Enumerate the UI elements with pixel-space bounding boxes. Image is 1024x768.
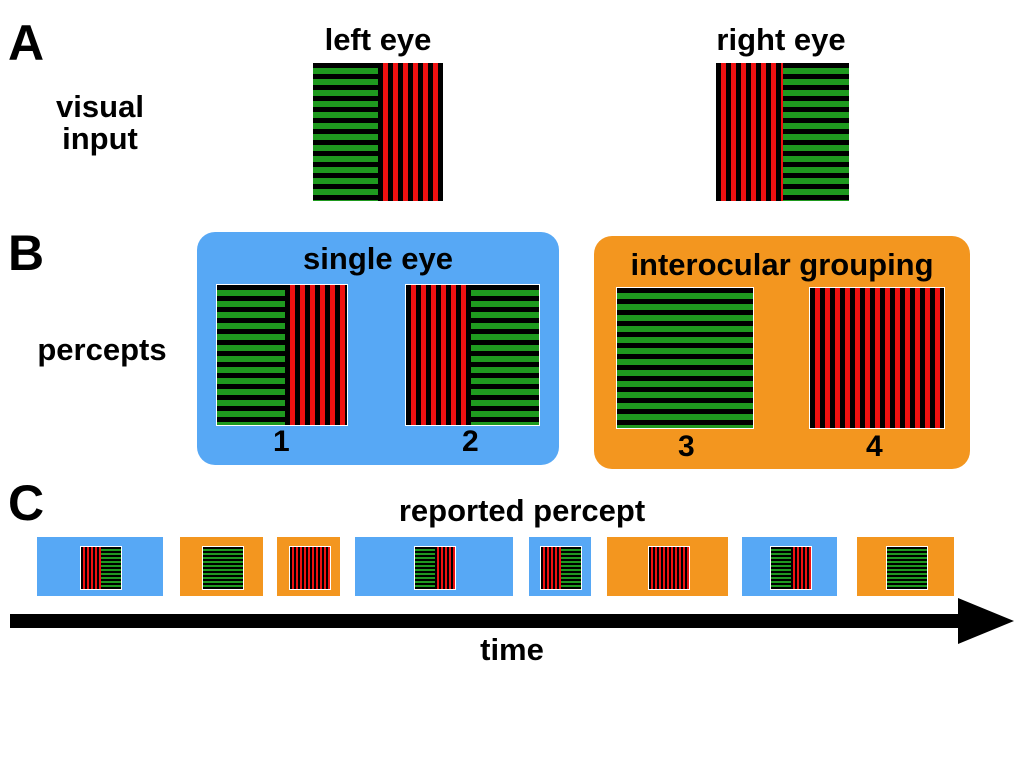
vertical-red-grating bbox=[378, 63, 443, 201]
percept-2-thumbnail bbox=[540, 546, 582, 590]
horizontal-green-grating bbox=[471, 285, 539, 425]
vertical-red-grating bbox=[435, 547, 455, 589]
percept-4-thumbnail bbox=[289, 546, 331, 590]
percept-3 bbox=[616, 287, 754, 429]
right-eye-stimulus bbox=[715, 62, 850, 202]
percept-3-thumbnail bbox=[886, 546, 928, 590]
timeline-segment bbox=[529, 537, 591, 596]
percept-1 bbox=[216, 284, 348, 426]
single-eye-title: single eye bbox=[303, 241, 453, 276]
timeline-segment bbox=[857, 537, 954, 596]
left-eye-stimulus bbox=[312, 62, 444, 202]
panel-label-a: A bbox=[8, 15, 45, 71]
percept-2 bbox=[405, 284, 540, 426]
interocular-grouping-group: interocular grouping 3 4 bbox=[594, 236, 970, 469]
right-eye-title: right eye bbox=[716, 22, 846, 57]
percept-1-thumbnail bbox=[770, 546, 812, 590]
horizontal-green-grating bbox=[101, 547, 121, 589]
horizontal-green-grating bbox=[217, 285, 285, 425]
percept-1-thumbnail bbox=[414, 546, 456, 590]
percepts-label: percepts bbox=[37, 332, 167, 367]
interocular-grouping-title: interocular grouping bbox=[630, 247, 934, 282]
single-eye-group: single eye 1 2 bbox=[197, 232, 559, 465]
percept-4-thumbnail bbox=[648, 546, 690, 590]
horizontal-green-grating bbox=[415, 547, 435, 589]
timeline-segment bbox=[37, 537, 163, 596]
vertical-red-grating bbox=[81, 547, 101, 589]
time-axis-label: time bbox=[480, 632, 544, 667]
timeline-segment bbox=[277, 537, 340, 596]
vertical-red-grating bbox=[284, 285, 347, 425]
panel-label-b: B bbox=[8, 225, 45, 281]
horizontal-green-grating bbox=[313, 63, 378, 201]
percept-3-thumbnail bbox=[202, 546, 244, 590]
timeline-segment bbox=[742, 537, 837, 596]
vertical-red-grating bbox=[541, 547, 561, 589]
horizontal-green-grating bbox=[782, 63, 849, 201]
vertical-red-grating bbox=[716, 63, 783, 201]
timeline-segment bbox=[607, 537, 728, 596]
vertical-red-grating bbox=[649, 547, 689, 589]
percept-number-3: 3 bbox=[678, 430, 695, 463]
horizontal-green-grating bbox=[561, 547, 581, 589]
timeline-segment bbox=[180, 537, 263, 596]
time-arrowhead bbox=[958, 598, 1014, 644]
vertical-red-grating bbox=[791, 547, 811, 589]
percept-2-thumbnail bbox=[80, 546, 122, 590]
horizontal-green-grating bbox=[887, 547, 927, 589]
vertical-red-grating bbox=[406, 285, 472, 425]
reported-percept-title: reported percept bbox=[398, 493, 646, 528]
left-eye-title: left eye bbox=[324, 22, 432, 57]
panel-label-c: C bbox=[8, 475, 45, 531]
timeline-segment bbox=[355, 537, 513, 596]
percept-number-2: 2 bbox=[462, 425, 479, 458]
percept-number-4: 4 bbox=[866, 430, 883, 463]
percept-4 bbox=[809, 287, 945, 429]
vertical-red-grating bbox=[290, 547, 330, 589]
time-arrow bbox=[10, 614, 960, 628]
visual-input-label: visual input bbox=[56, 89, 144, 156]
horizontal-green-grating bbox=[771, 547, 791, 589]
percept-number-1: 1 bbox=[273, 425, 290, 458]
horizontal-green-grating bbox=[203, 547, 243, 589]
